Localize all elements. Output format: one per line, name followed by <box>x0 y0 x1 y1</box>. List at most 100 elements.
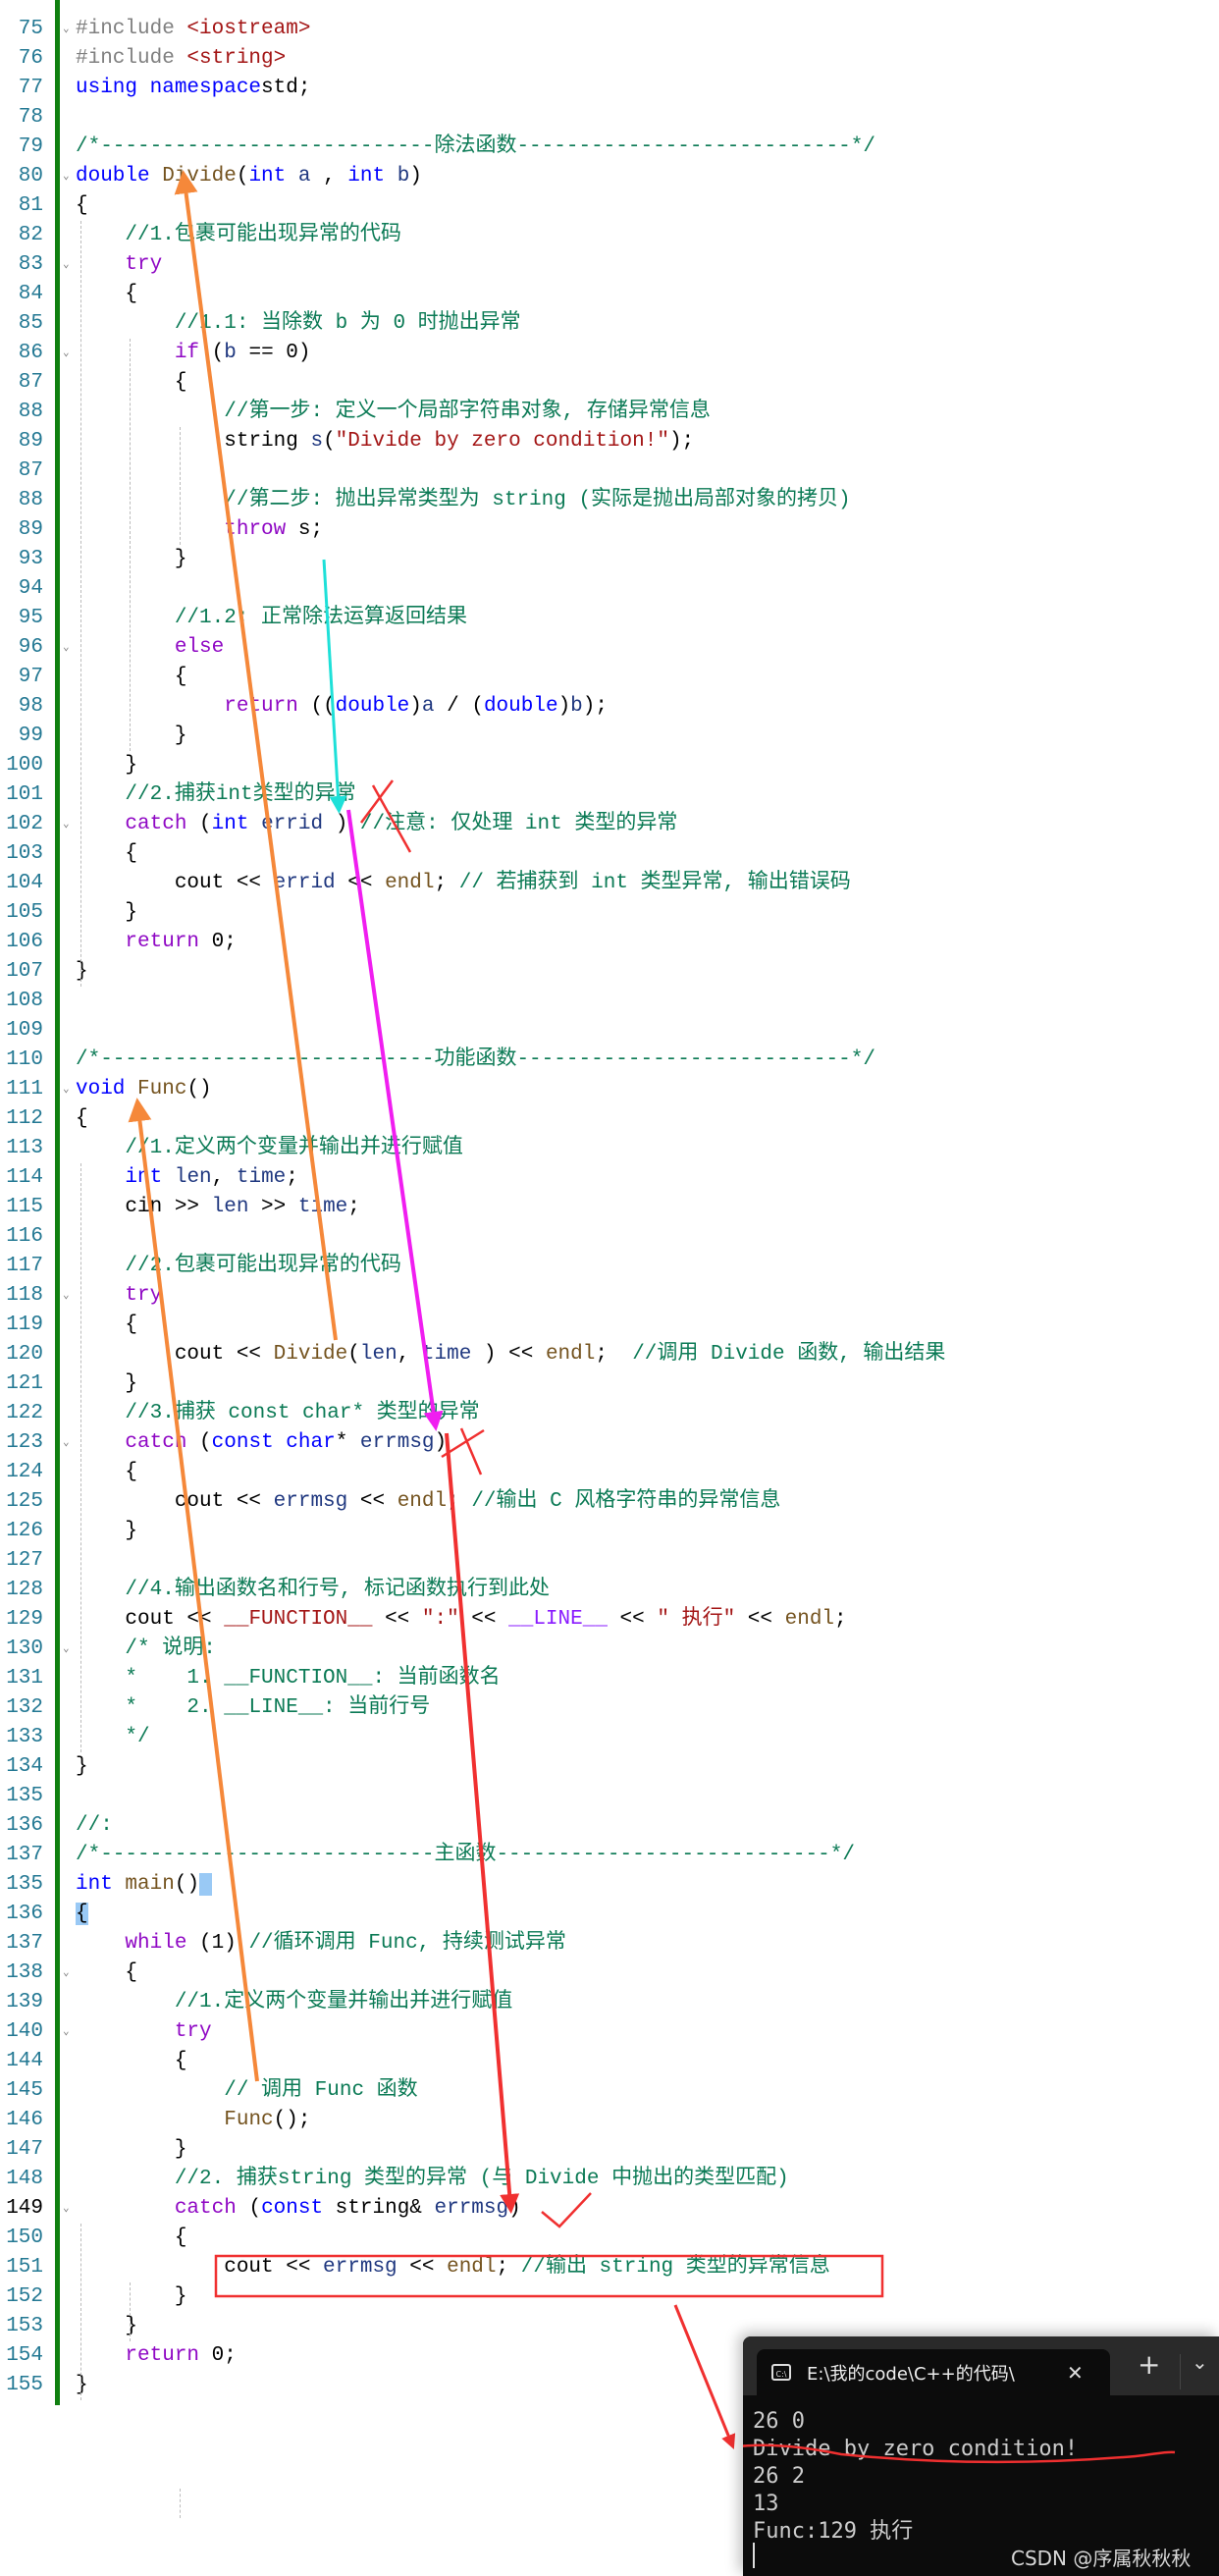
code-line[interactable]: try <box>76 2017 212 2047</box>
code-line[interactable]: cin >> len >> time; <box>76 1193 359 1222</box>
code-line[interactable]: catch (const string& errmsg) <box>76 2194 521 2224</box>
code-line[interactable]: /*---------------------------除法函数-------… <box>76 133 875 162</box>
code-line[interactable]: } <box>76 2312 137 2341</box>
code-line[interactable]: } <box>76 957 88 987</box>
code-line[interactable]: catch (int errid ) //注意: 仅处理 int 类型的异常 <box>76 810 677 839</box>
code-line[interactable]: { <box>76 1458 137 1487</box>
code-line[interactable]: // 调用 Func 函数 <box>76 2076 417 2106</box>
code-line[interactable]: //2. 捕获string 类型的异常 (与 Divide 中抛出的类型匹配) <box>76 2165 789 2194</box>
code-line[interactable]: { <box>76 280 137 309</box>
code-line[interactable]: { <box>76 1900 88 1929</box>
fold-toggle-icon[interactable]: ⌄ <box>63 1084 70 1096</box>
code-line[interactable]: } <box>76 2135 187 2165</box>
code-line[interactable]: } <box>76 1369 137 1399</box>
code-line[interactable]: } <box>76 722 187 751</box>
code-line[interactable]: } <box>76 1517 137 1546</box>
fold-toggle-icon[interactable]: ⌄ <box>63 171 70 183</box>
code-line[interactable]: { <box>76 839 137 869</box>
code-line[interactable]: /*---------------------------主函数--------… <box>76 1841 855 1870</box>
code-line[interactable]: int len, time; <box>76 1163 297 1193</box>
code-line[interactable]: { <box>76 2224 187 2253</box>
code-line[interactable]: //2.包裹可能出现异常的代码 <box>76 1252 400 1281</box>
code-line[interactable]: int main() <box>76 1870 212 1900</box>
code-line[interactable]: while (1) //循环调用 Func, 持续测试异常 <box>76 1929 565 1959</box>
fold-toggle-icon[interactable]: ⌄ <box>63 1967 70 1979</box>
code-line[interactable]: cout << __FUNCTION__ << ":" << __LINE__ … <box>76 1605 846 1635</box>
code-line[interactable]: * 2. __LINE__: 当前行号 <box>76 1693 430 1723</box>
code-line[interactable]: { <box>76 1104 88 1134</box>
code-line[interactable]: #include <string> <box>76 44 286 74</box>
code-line[interactable]: return 0; <box>76 928 236 957</box>
fold-toggle-icon[interactable]: ⌄ <box>63 348 70 359</box>
code-line[interactable]: */ <box>76 1723 149 1752</box>
code-line[interactable]: void Func() <box>76 1075 212 1104</box>
code-line[interactable]: cout << errmsg << endl; //输出 string 类型的异… <box>76 2253 830 2282</box>
code-line[interactable]: //3.捕获 const char* 类型的异常 <box>76 1399 479 1428</box>
fold-toggle-icon[interactable]: ⌄ <box>63 2203 70 2215</box>
code-line[interactable]: #include <iostream> <box>76 15 310 44</box>
code-token: ) <box>409 695 422 718</box>
fold-toggle-icon[interactable]: ⌄ <box>63 259 70 271</box>
code-line[interactable]: try <box>76 250 162 280</box>
code-line[interactable]: { <box>76 663 187 692</box>
chevron-down-icon[interactable]: ⌄ <box>1192 2350 1208 2374</box>
code-line[interactable]: cout << errmsg << endl; //输出 C 风格字符串的异常信… <box>76 1487 781 1517</box>
close-tab-icon[interactable]: ✕ <box>1067 2360 1084 2385</box>
line-number: 80 <box>18 165 43 188</box>
code-line[interactable]: } <box>76 2282 187 2312</box>
code-line[interactable]: double Divide(int a , int b) <box>76 162 422 191</box>
code-line[interactable]: //1.定义两个变量并输出并进行赋值 <box>76 1988 512 2017</box>
code-line[interactable]: //第一步: 定义一个局部字符串对象, 存储异常信息 <box>76 398 711 427</box>
fold-toggle-icon[interactable]: ⌄ <box>63 642 70 654</box>
code-token: s; <box>286 518 324 541</box>
code-line[interactable]: try <box>76 1281 162 1311</box>
code-line[interactable]: } <box>76 751 137 780</box>
code-line[interactable]: throw s; <box>76 515 323 545</box>
code-line[interactable]: cout << Divide(len, time ) << endl; //调用… <box>76 1340 946 1369</box>
code-line[interactable]: //第二步: 抛出异常类型为 string (实际是抛出局部对象的拷贝) <box>76 486 850 515</box>
code-line[interactable]: /* 说明: <box>76 1635 215 1664</box>
code-line[interactable]: //: <box>76 1811 113 1841</box>
fold-toggle-icon[interactable]: ⌄ <box>63 2026 70 2038</box>
code-line[interactable]: if (b == 0) <box>76 339 311 368</box>
code-line[interactable]: } <box>76 545 187 574</box>
terminal-tab[interactable]: C:\ E:\我的code\C++的代码\ ✕ <box>757 2349 1110 2395</box>
fold-toggle-icon[interactable]: ⌄ <box>63 1290 70 1302</box>
code-line[interactable]: //2.捕获int类型的异常 <box>76 780 355 810</box>
fold-toggle-icon[interactable]: ⌄ <box>63 1437 70 1449</box>
code-line[interactable]: return ((double)a / (double)b); <box>76 692 608 722</box>
code-line[interactable]: { <box>76 2047 187 2076</box>
code-token <box>76 2109 224 2131</box>
code-line[interactable]: * 1. __FUNCTION__: 当前函数名 <box>76 1664 500 1693</box>
code-line[interactable]: Func(); <box>76 2106 310 2135</box>
fold-toggle-icon[interactable]: ⌄ <box>63 819 70 831</box>
code-line[interactable]: catch (const char* errmsg) <box>76 1428 447 1458</box>
code-line[interactable]: } <box>76 2371 88 2400</box>
code-line[interactable]: return 0; <box>76 2341 236 2371</box>
code-token: /*---------------------------主函数--------… <box>76 1844 855 1866</box>
code-line[interactable]: } <box>76 898 137 928</box>
code-line[interactable]: //1.2: 正常除法运算返回结果 <box>76 604 467 633</box>
code-token: { <box>76 1107 88 1130</box>
terminal-window[interactable]: C:\ E:\我的code\C++的代码\ ✕ + ⌄ 26 0 Divide … <box>743 2336 1219 2576</box>
code-line[interactable]: { <box>76 191 88 221</box>
code-token: __LINE__ <box>508 1608 608 1631</box>
code-line[interactable]: } <box>76 1752 88 1782</box>
code-line[interactable]: //1.包裹可能出现异常的代码 <box>76 221 400 250</box>
code-line[interactable]: string s("Divide by zero condition!"); <box>76 427 694 456</box>
code-line[interactable]: //1.定义两个变量并输出并进行赋值 <box>76 1134 462 1163</box>
code-line[interactable]: //1.1: 当除数 b 为 0 时抛出异常 <box>76 309 521 339</box>
code-line[interactable]: { <box>76 1959 137 1988</box>
code-line[interactable]: { <box>76 368 187 398</box>
code-line[interactable]: { <box>76 1311 137 1340</box>
line-number: 131 <box>6 1667 43 1690</box>
code-line[interactable]: else <box>76 633 224 663</box>
code-line[interactable]: using namespacestd; <box>76 74 310 103</box>
code-line[interactable]: //4.输出函数名和行号, 标记函数执行到此处 <box>76 1576 550 1605</box>
fold-toggle-icon[interactable]: ⌄ <box>63 1643 70 1655</box>
code-line[interactable]: /*---------------------------功能函数-------… <box>76 1046 875 1075</box>
new-tab-button[interactable]: + <box>1138 2348 1161 2381</box>
fold-toggle-icon[interactable]: ⌄ <box>63 24 70 35</box>
code-line[interactable]: cout << errid << endl; // 若捕获到 int 类型异常,… <box>76 869 851 898</box>
